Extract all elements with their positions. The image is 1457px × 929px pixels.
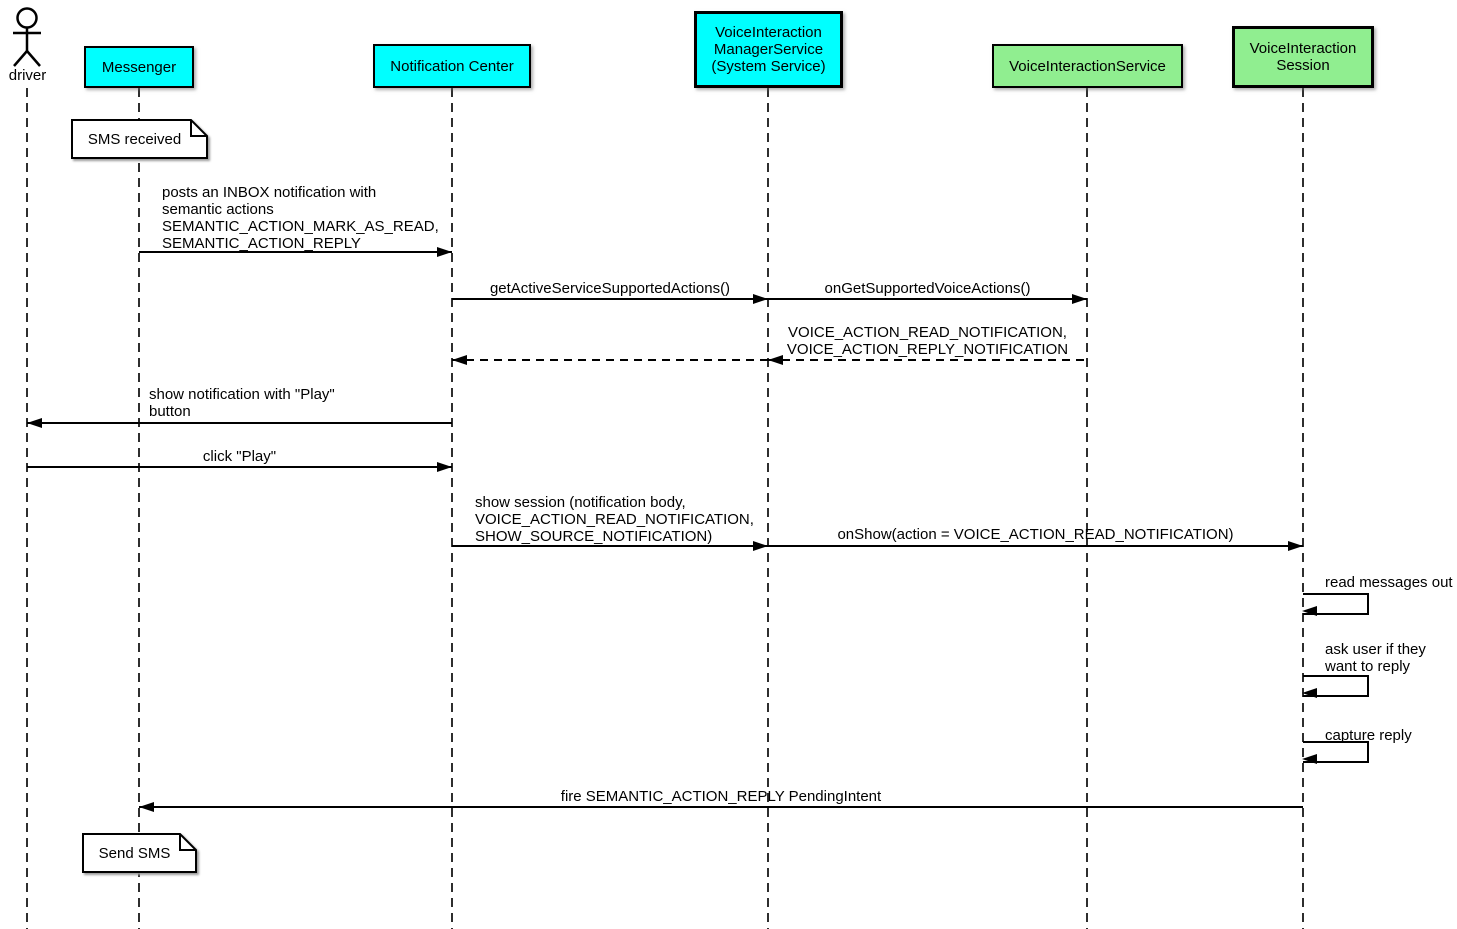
message-label-on-show: onShow(action = VOICE_ACTION_READ_NOTIFI… xyxy=(837,526,1234,543)
message-label-show-session: show session (notification body, VOICE_A… xyxy=(475,494,754,545)
note-shape xyxy=(71,119,208,159)
participant-messenger-label: Messenger xyxy=(101,58,177,76)
message-arrow-show-notification-play-button xyxy=(27,418,452,428)
message-arrow-show-session xyxy=(452,541,768,551)
message-label-click-play: click "Play" xyxy=(202,448,277,465)
participant-voice-interaction-session-label: VoiceInteraction Session xyxy=(1249,40,1357,74)
arrowhead-right-icon xyxy=(753,294,768,304)
arrowhead-left-icon xyxy=(1302,688,1317,698)
participant-voice-interaction-manager-service: VoiceInteraction ManagerService (System … xyxy=(694,11,843,88)
lifeline-driver xyxy=(26,88,28,929)
arrowhead-right-icon xyxy=(437,247,452,257)
participant-voice-interaction-service-label: VoiceInteractionService xyxy=(1009,57,1166,75)
message-arrow-on-get-supported-voice-actions xyxy=(768,294,1087,304)
lifeline-voice-interaction-service xyxy=(1086,88,1088,929)
message-label-ask-user-to-reply: ask user if they want to reply xyxy=(1325,641,1426,675)
arrowhead-right-icon xyxy=(753,541,768,551)
arrowhead-right-icon xyxy=(1072,294,1087,304)
message-arrow-return-to-notification-center xyxy=(452,355,768,365)
participant-notification-center: Notification Center xyxy=(373,44,531,88)
message-label-fire-semantic-action-reply: fire SEMANTIC_ACTION_REPLY PendingIntent xyxy=(560,788,882,805)
arrowhead-right-icon xyxy=(437,462,452,472)
message-arrow-click-play xyxy=(27,462,452,472)
message-label-voice-actions-returned: VOICE_ACTION_READ_NOTIFICATION, VOICE_AC… xyxy=(786,324,1069,358)
participant-messenger: Messenger xyxy=(84,46,194,88)
note-sms-received: SMS received xyxy=(71,119,208,159)
note-send-sms: Send SMS xyxy=(82,833,197,873)
lifeline-messenger xyxy=(138,88,140,929)
message-arrow-fire-semantic-action-reply xyxy=(139,802,1303,812)
arrowhead-left-icon xyxy=(1302,754,1317,764)
self-message-read-messages-out xyxy=(1302,593,1369,616)
message-label-on-get-supported-voice-actions: onGetSupportedVoiceActions() xyxy=(824,280,1031,297)
message-arrow-on-show xyxy=(768,541,1303,551)
lifeline-notification-center xyxy=(451,88,453,929)
self-message-ask-user-to-reply xyxy=(1302,675,1369,698)
note-send-sms-text: Send SMS xyxy=(98,844,171,862)
actor-driver-label: driver xyxy=(8,67,47,84)
message-arrow-return-to-manager-service xyxy=(768,355,1087,365)
message-label-read-messages-out: read messages out xyxy=(1325,574,1453,591)
message-label-posts-inbox-notification: posts an INBOX notification with semanti… xyxy=(162,184,439,252)
note-shape xyxy=(82,833,197,873)
lifeline-voice-interaction-session xyxy=(1302,88,1304,929)
participant-voice-interaction-service: VoiceInteractionService xyxy=(992,44,1183,88)
message-arrow-get-active-service-supported-actions xyxy=(452,294,768,304)
arrowhead-left-icon xyxy=(27,418,42,428)
participant-voice-interaction-session: VoiceInteraction Session xyxy=(1232,26,1374,88)
arrowhead-left-icon xyxy=(1302,606,1317,616)
message-label-capture-reply: capture reply xyxy=(1325,727,1412,744)
actor-driver-icon xyxy=(13,7,41,67)
arrowhead-left-icon xyxy=(139,802,154,812)
participant-notification-center-label: Notification Center xyxy=(390,57,514,75)
message-arrow-posts-inbox-notification xyxy=(139,247,452,257)
message-label-get-active-service-supported-actions: getActiveServiceSupportedActions() xyxy=(489,280,731,297)
arrowhead-left-icon xyxy=(768,355,783,365)
participant-voice-interaction-manager-service-label: VoiceInteraction ManagerService (System … xyxy=(711,24,826,75)
lifeline-voice-interaction-manager-service xyxy=(767,88,769,929)
arrowhead-right-icon xyxy=(1288,541,1303,551)
arrowhead-left-icon xyxy=(452,355,467,365)
self-message-capture-reply xyxy=(1302,741,1369,764)
note-sms-received-text: SMS received xyxy=(87,130,182,148)
message-label-show-notification-play-button: show notification with "Play" button xyxy=(149,386,335,420)
